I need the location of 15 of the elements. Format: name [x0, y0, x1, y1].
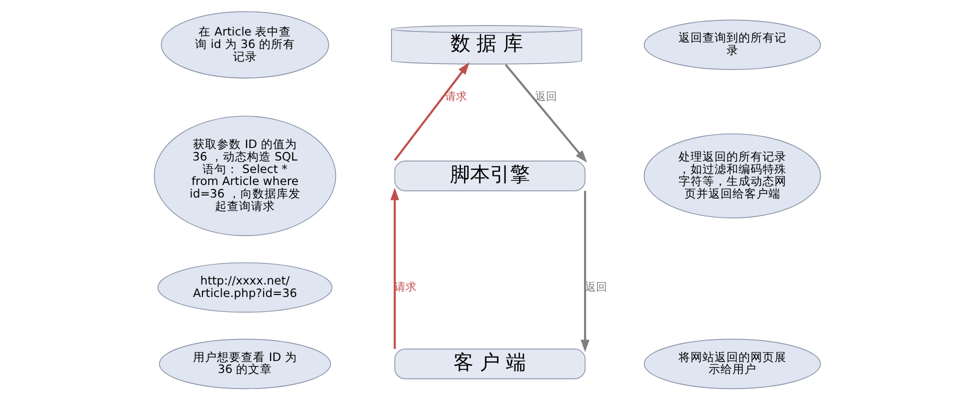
arrow — [394, 62, 470, 161]
node-ellipse: 返回查询到的所有记录 — [644, 20, 821, 70]
node-ellipse: 处理返回的所有记录，如过滤和编码特殊字符等，生成动态网页并返回给客户端 — [644, 133, 821, 218]
arrow — [390, 188, 400, 350]
edge-label: 返回 — [535, 90, 558, 104]
node-ellipse: 用户想要查看 ID 为 36 的文章 — [158, 338, 332, 390]
arrow — [580, 190, 590, 352]
node-box: 脚本引擎 — [394, 160, 586, 192]
node-ellipse: 将网站返回的网页展示给用户 — [644, 338, 821, 390]
node-box: 客 户 端 — [394, 348, 586, 380]
node-ellipse: 获取参数 ID 的值为 36 ，动态构造 SQL 语句： Select * from Article where id=36 ，向数据库发起查询请求 — [154, 116, 336, 236]
node-ellipse: 在 Article 表中查询 id 为 36 的所有记录 — [160, 11, 330, 78]
arrow — [504, 64, 588, 163]
edge-label: 返回 — [584, 280, 607, 294]
node-ellipse: http://xxxx.net/ Article.php?id=36 — [158, 262, 332, 313]
